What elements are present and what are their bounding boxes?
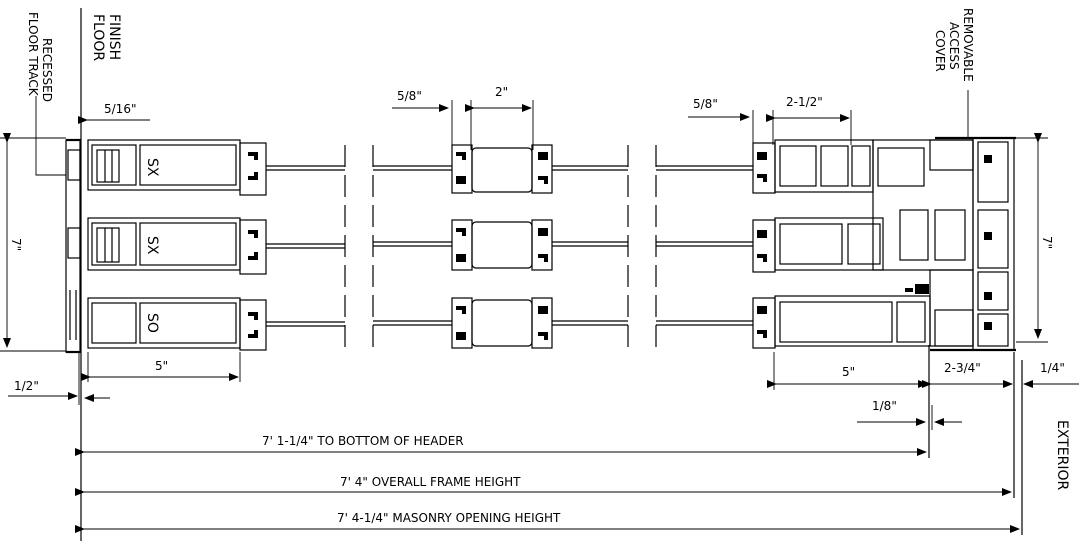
dim-1-8: 1/8" (857, 399, 962, 430)
exterior-label: EXTERIOR (1054, 420, 1070, 490)
svg-text:5/8": 5/8" (397, 89, 422, 103)
dim-1-2: 1/2" (8, 352, 110, 405)
svg-text:2-1/2": 2-1/2" (786, 95, 823, 109)
dim-2-1-2: 2-1/2" (766, 95, 852, 145)
dim-to-header: 7' 1-1/4" TO BOTTOM OF HEADER (75, 434, 927, 456)
dim-2-3-4: 2-3/4" (922, 361, 1013, 388)
dim-7-right: 7" (1016, 133, 1054, 343)
panel-row-3 (87, 297, 345, 351)
svg-text:1/8": 1/8" (872, 399, 897, 413)
panel-label-1: SX (144, 158, 160, 177)
dim-5-left: 5" (81, 352, 241, 382)
svg-text:7' 4" OVERALL FRAME HEIGHT: 7' 4" OVERALL FRAME HEIGHT (340, 475, 521, 489)
dim-5-16: 5/16" (78, 102, 150, 124)
svg-text:2-3/4": 2-3/4" (944, 361, 981, 375)
dim-masonry-opening: 7' 4-1/4" MASONRY OPENING HEIGHT (75, 511, 1020, 533)
header-frame (872, 136, 1016, 352)
svg-text:7": 7" (1040, 236, 1054, 249)
recessed-track-leader (35, 96, 66, 176)
panel-row-2 (87, 217, 345, 275)
svg-text:5": 5" (155, 359, 168, 373)
svg-text:RECESSED: RECESSED (40, 38, 54, 102)
panel-label-3: SO (144, 313, 160, 333)
svg-text:7": 7" (9, 238, 23, 251)
floor-track (65, 138, 81, 354)
panel-label-2: SX (144, 236, 160, 255)
interlock-row-1 (373, 144, 628, 194)
svg-text:1/2": 1/2" (14, 379, 39, 393)
dim-5-8-b: 5/8" (688, 97, 754, 145)
svg-text:7' 4-1/4" MASONRY OPENING HEIG: 7' 4-1/4" MASONRY OPENING HEIGHT (337, 511, 561, 525)
dim-2: 2" (465, 85, 534, 150)
svg-text:2": 2" (495, 85, 508, 99)
dim-7-left: 7" (0, 133, 66, 352)
svg-text:1/4": 1/4" (1040, 361, 1065, 375)
recessed-floor-track-label: RECESSED FLOOR TRACK (26, 12, 54, 102)
svg-text:FLOOR: FLOOR (90, 14, 106, 61)
svg-text:5/8": 5/8" (693, 97, 718, 111)
right-row-3 (656, 295, 931, 349)
svg-text:5": 5" (842, 365, 855, 379)
svg-text:FLOOR TRACK: FLOOR TRACK (26, 12, 40, 97)
svg-text:COVER: COVER (933, 30, 947, 72)
dim-5-8-a: 5/8" (392, 89, 453, 145)
svg-text:5/16": 5/16" (104, 102, 136, 116)
right-row-1 (656, 139, 874, 194)
svg-text:ACCESS: ACCESS (947, 22, 961, 70)
svg-text:7' 1-1/4" TO BOTTOM OF HEADER: 7' 1-1/4" TO BOTTOM OF HEADER (262, 434, 464, 448)
interlock-row-3 (373, 297, 628, 349)
svg-text:REMOVABLE: REMOVABLE (961, 8, 975, 82)
panel-row-1 (87, 139, 345, 196)
svg-text:FINISH: FINISH (106, 14, 122, 60)
finish-floor-label: FINISH FLOOR (90, 14, 122, 61)
dim-5-right: 5" (767, 352, 928, 390)
removable-access-cover-label: REMOVABLE ACCESS COVER (933, 8, 975, 82)
dim-overall-frame: 7' 4" OVERALL FRAME HEIGHT (75, 475, 1012, 496)
interlock-row-2 (373, 219, 628, 271)
break-lines (344, 145, 657, 350)
dim-1-4: 1/4" (1023, 361, 1079, 388)
right-row-2 (656, 217, 884, 273)
